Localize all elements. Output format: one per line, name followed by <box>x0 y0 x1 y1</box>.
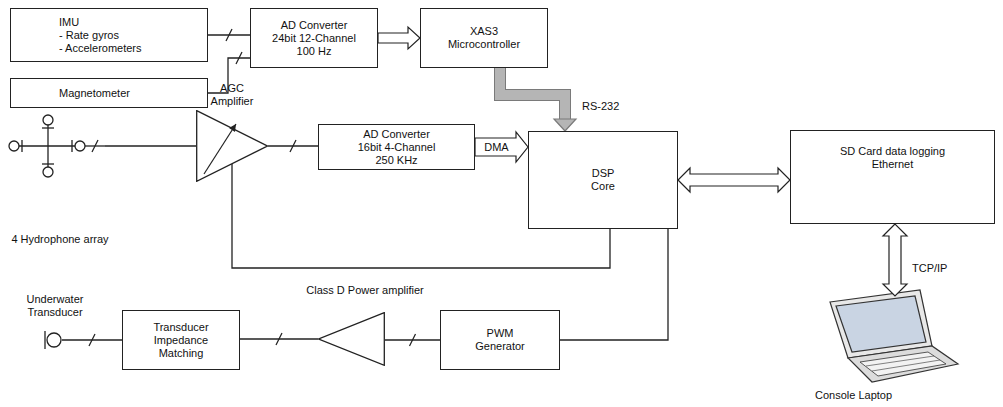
connector <box>268 140 318 152</box>
processor-box: XAS3 Microcontroller <box>420 8 548 68</box>
amplifier-triangle: Class D Power amplifier <box>290 284 440 368</box>
amplifier-outline <box>319 313 385 366</box>
node-label: Console Laptop <box>815 389 892 402</box>
keyboard-row <box>872 360 940 371</box>
gain-arrow-head <box>229 124 236 132</box>
node-label: Underwater Transducer <box>23 293 87 319</box>
transducer-symbol <box>44 331 45 349</box>
node-label: SD Card data logging Ethernet <box>830 145 955 171</box>
arrow-head <box>554 119 576 131</box>
hydrophone-symbol <box>21 140 22 152</box>
amplifier-triangle: AGC Amplifier <box>196 82 268 182</box>
connector <box>240 333 318 345</box>
hydrophone-symbol <box>43 115 53 125</box>
bus-slash <box>89 334 95 346</box>
connector <box>500 68 576 131</box>
converter-box: AD Converter 24bit 12-Channel 100 Hz <box>250 8 378 68</box>
bus-slash <box>290 140 296 152</box>
connector <box>378 27 420 49</box>
laptop-base <box>848 346 958 382</box>
connector <box>105 146 196 147</box>
node-label: 4 Hydrophone array <box>11 233 108 246</box>
connector <box>385 334 440 346</box>
bus-slash <box>92 140 98 152</box>
node-label: AD Converter 16bit 4-Channel 250 KHz <box>353 128 441 167</box>
signal-wire <box>560 229 668 340</box>
node-detail: - Rate gyros <box>59 29 119 42</box>
sensor-box: IMU- Rate gyros- Accelerometers <box>10 8 208 62</box>
laptop: Console Laptop <box>815 286 965 402</box>
laptop-display <box>836 296 926 352</box>
node-label: DSP Core <box>583 167 623 193</box>
hydrophone-symbol <box>42 127 54 128</box>
transducer: Underwater Transducer <box>20 293 90 351</box>
keyboard-row <box>866 356 934 366</box>
node-label: Transducer Impedance Matching <box>145 321 217 360</box>
converter-box: AD Converter 16bit 4-Channel 250 KHz <box>318 124 475 170</box>
hydrophone-array: 4 Hydrophone array <box>5 112 115 246</box>
connector <box>678 168 790 192</box>
transducer-symbol <box>47 333 61 347</box>
serial-link <box>500 68 565 119</box>
amplifier-outline <box>197 111 268 182</box>
hydrophone-symbol <box>42 163 54 164</box>
connector <box>62 334 122 346</box>
connector <box>883 224 907 296</box>
bus-arrow <box>475 132 528 162</box>
bus-slash <box>410 334 416 346</box>
laptop-keyboard <box>860 352 946 376</box>
process-box: PWM Generator <box>440 310 560 370</box>
connector <box>560 229 668 340</box>
bus-arrow <box>883 224 907 296</box>
node-label: AD Converter 24bit 12-Channel 100 Hz <box>268 19 360 58</box>
bus-slash <box>276 333 282 345</box>
signal-wire <box>105 145 196 146</box>
process-box: Transducer Impedance Matching <box>122 310 240 370</box>
gain-arrow <box>204 124 236 174</box>
node-detail: - Accelerometers <box>59 42 142 55</box>
bus-slash <box>236 52 242 64</box>
hydrophone-symbol <box>75 141 85 151</box>
node-label: Magnetometer <box>59 87 130 100</box>
edge-label: RS-232 <box>580 100 621 113</box>
connector <box>475 132 528 162</box>
node-label: AGC Amplifier <box>202 82 262 108</box>
triangle-outline <box>318 312 385 366</box>
edge-label: TCP/IP <box>910 262 949 275</box>
node-label: IMU <box>59 16 79 29</box>
storage-box: SD Card data logging Ethernet <box>790 130 995 224</box>
hydrophone-array-symbol <box>9 115 105 177</box>
processor-box: DSP Core <box>528 131 678 229</box>
bus-arrow <box>378 27 420 49</box>
edge-label: DMA <box>482 141 510 154</box>
hydrophone-symbol <box>43 167 53 177</box>
bus-arrow <box>678 168 790 192</box>
sensor-box: Magnetometer <box>10 78 208 108</box>
node-label: XAS3 Microcontroller <box>438 25 530 51</box>
node-label: Class D Power amplifier <box>306 284 423 297</box>
hydrophone-symbol <box>9 141 19 151</box>
triangle-outline <box>196 110 268 182</box>
laptop-illustration <box>830 290 958 382</box>
bus-slash <box>226 29 232 41</box>
transducer-symbol <box>45 331 61 349</box>
serial-link <box>500 68 565 119</box>
hydrophone-symbol <box>71 140 72 152</box>
node-label: PWM Generator <box>470 327 530 353</box>
connector <box>208 29 250 41</box>
